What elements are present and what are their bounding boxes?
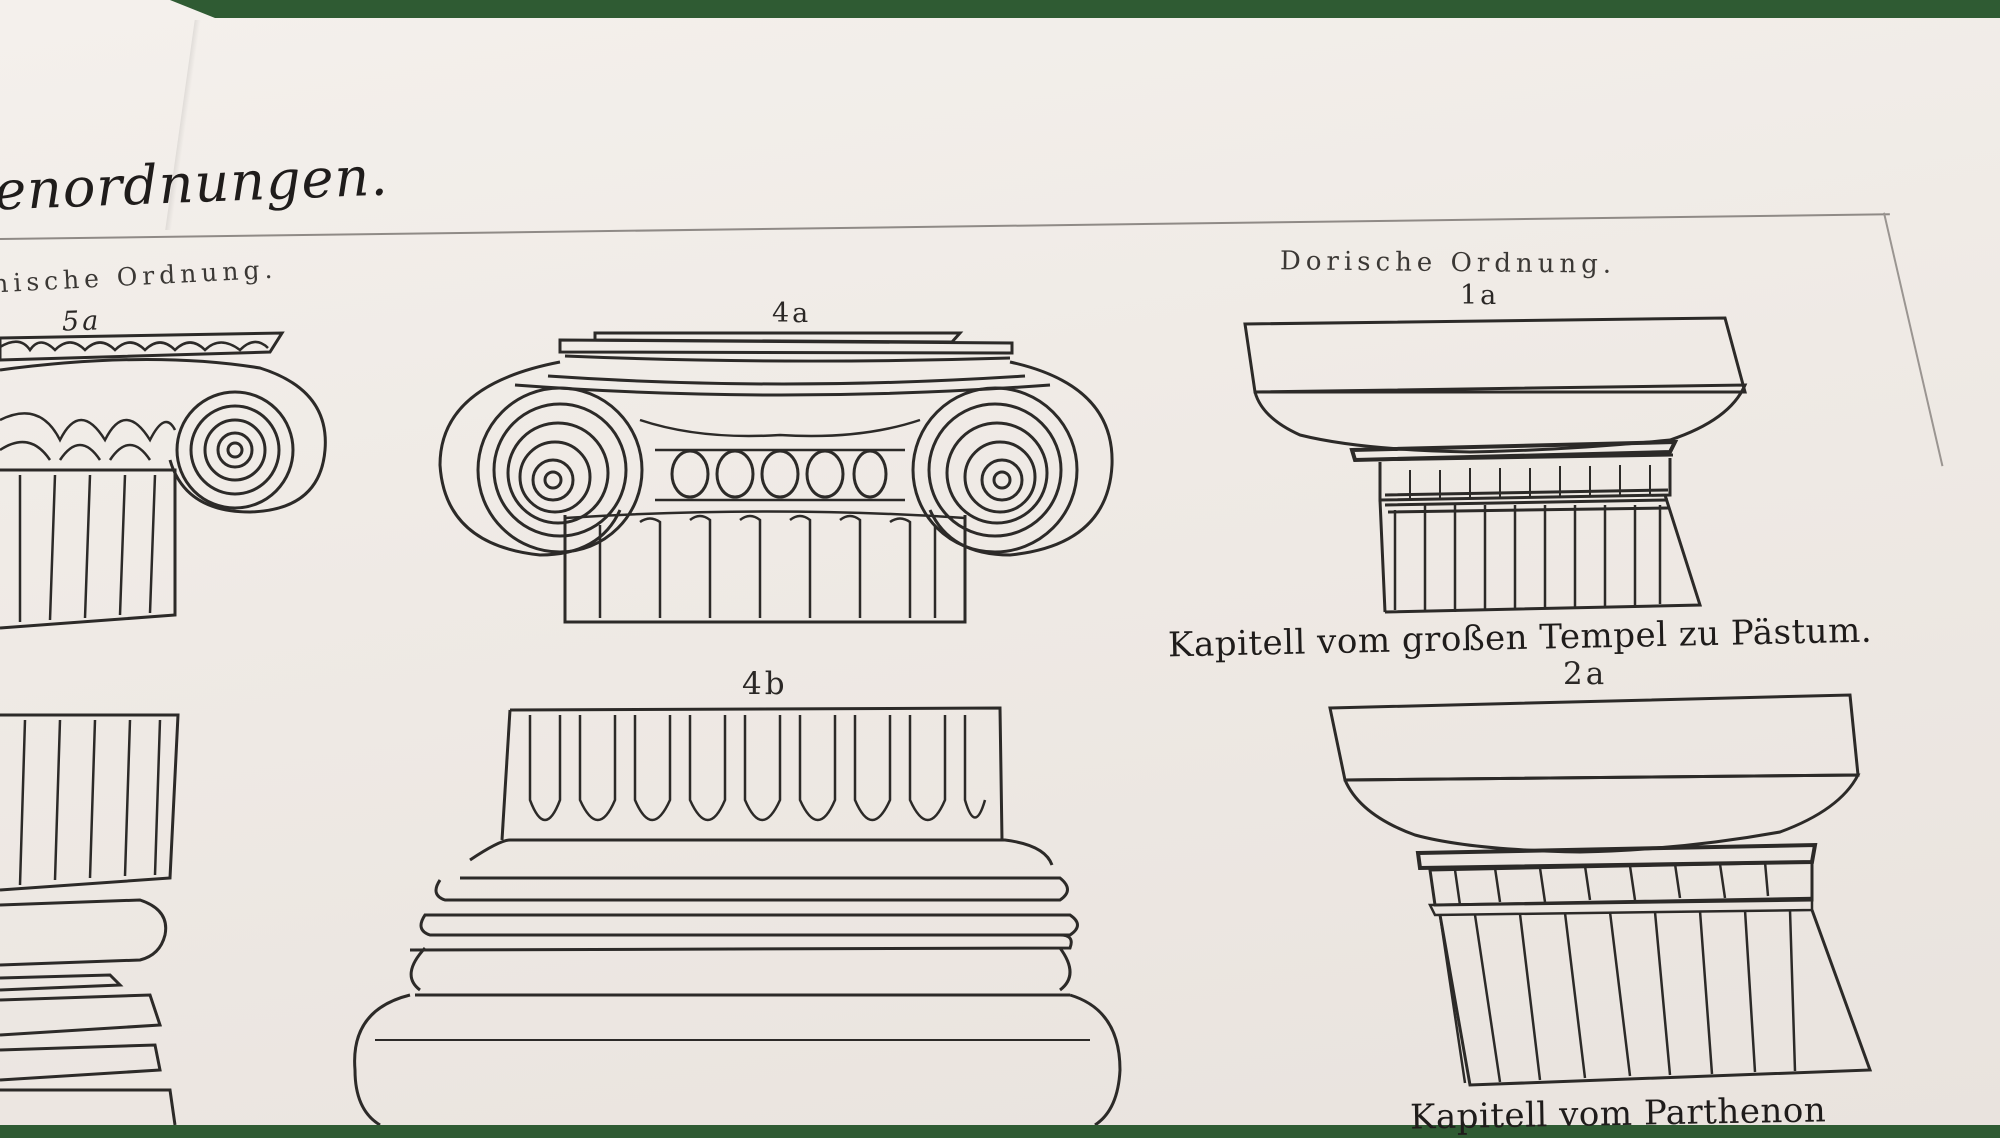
figure-label-4a: 4a <box>772 298 812 329</box>
doric-capital-1a-drawing <box>1243 316 1748 614</box>
ionic-base-4b-drawing <box>353 706 1122 1125</box>
figure-label-1a: 1a <box>1460 280 1500 311</box>
figure-label-4b: 4b <box>742 666 788 702</box>
ionic-capital-4a-drawing <box>438 331 1114 624</box>
ionic-base-5b-drawing <box>0 713 180 1125</box>
figure-label-2a: 2a <box>1563 656 1608 692</box>
ionic-capital-5a-drawing <box>0 331 327 630</box>
doric-capital-2a-drawing <box>1328 693 1873 1087</box>
